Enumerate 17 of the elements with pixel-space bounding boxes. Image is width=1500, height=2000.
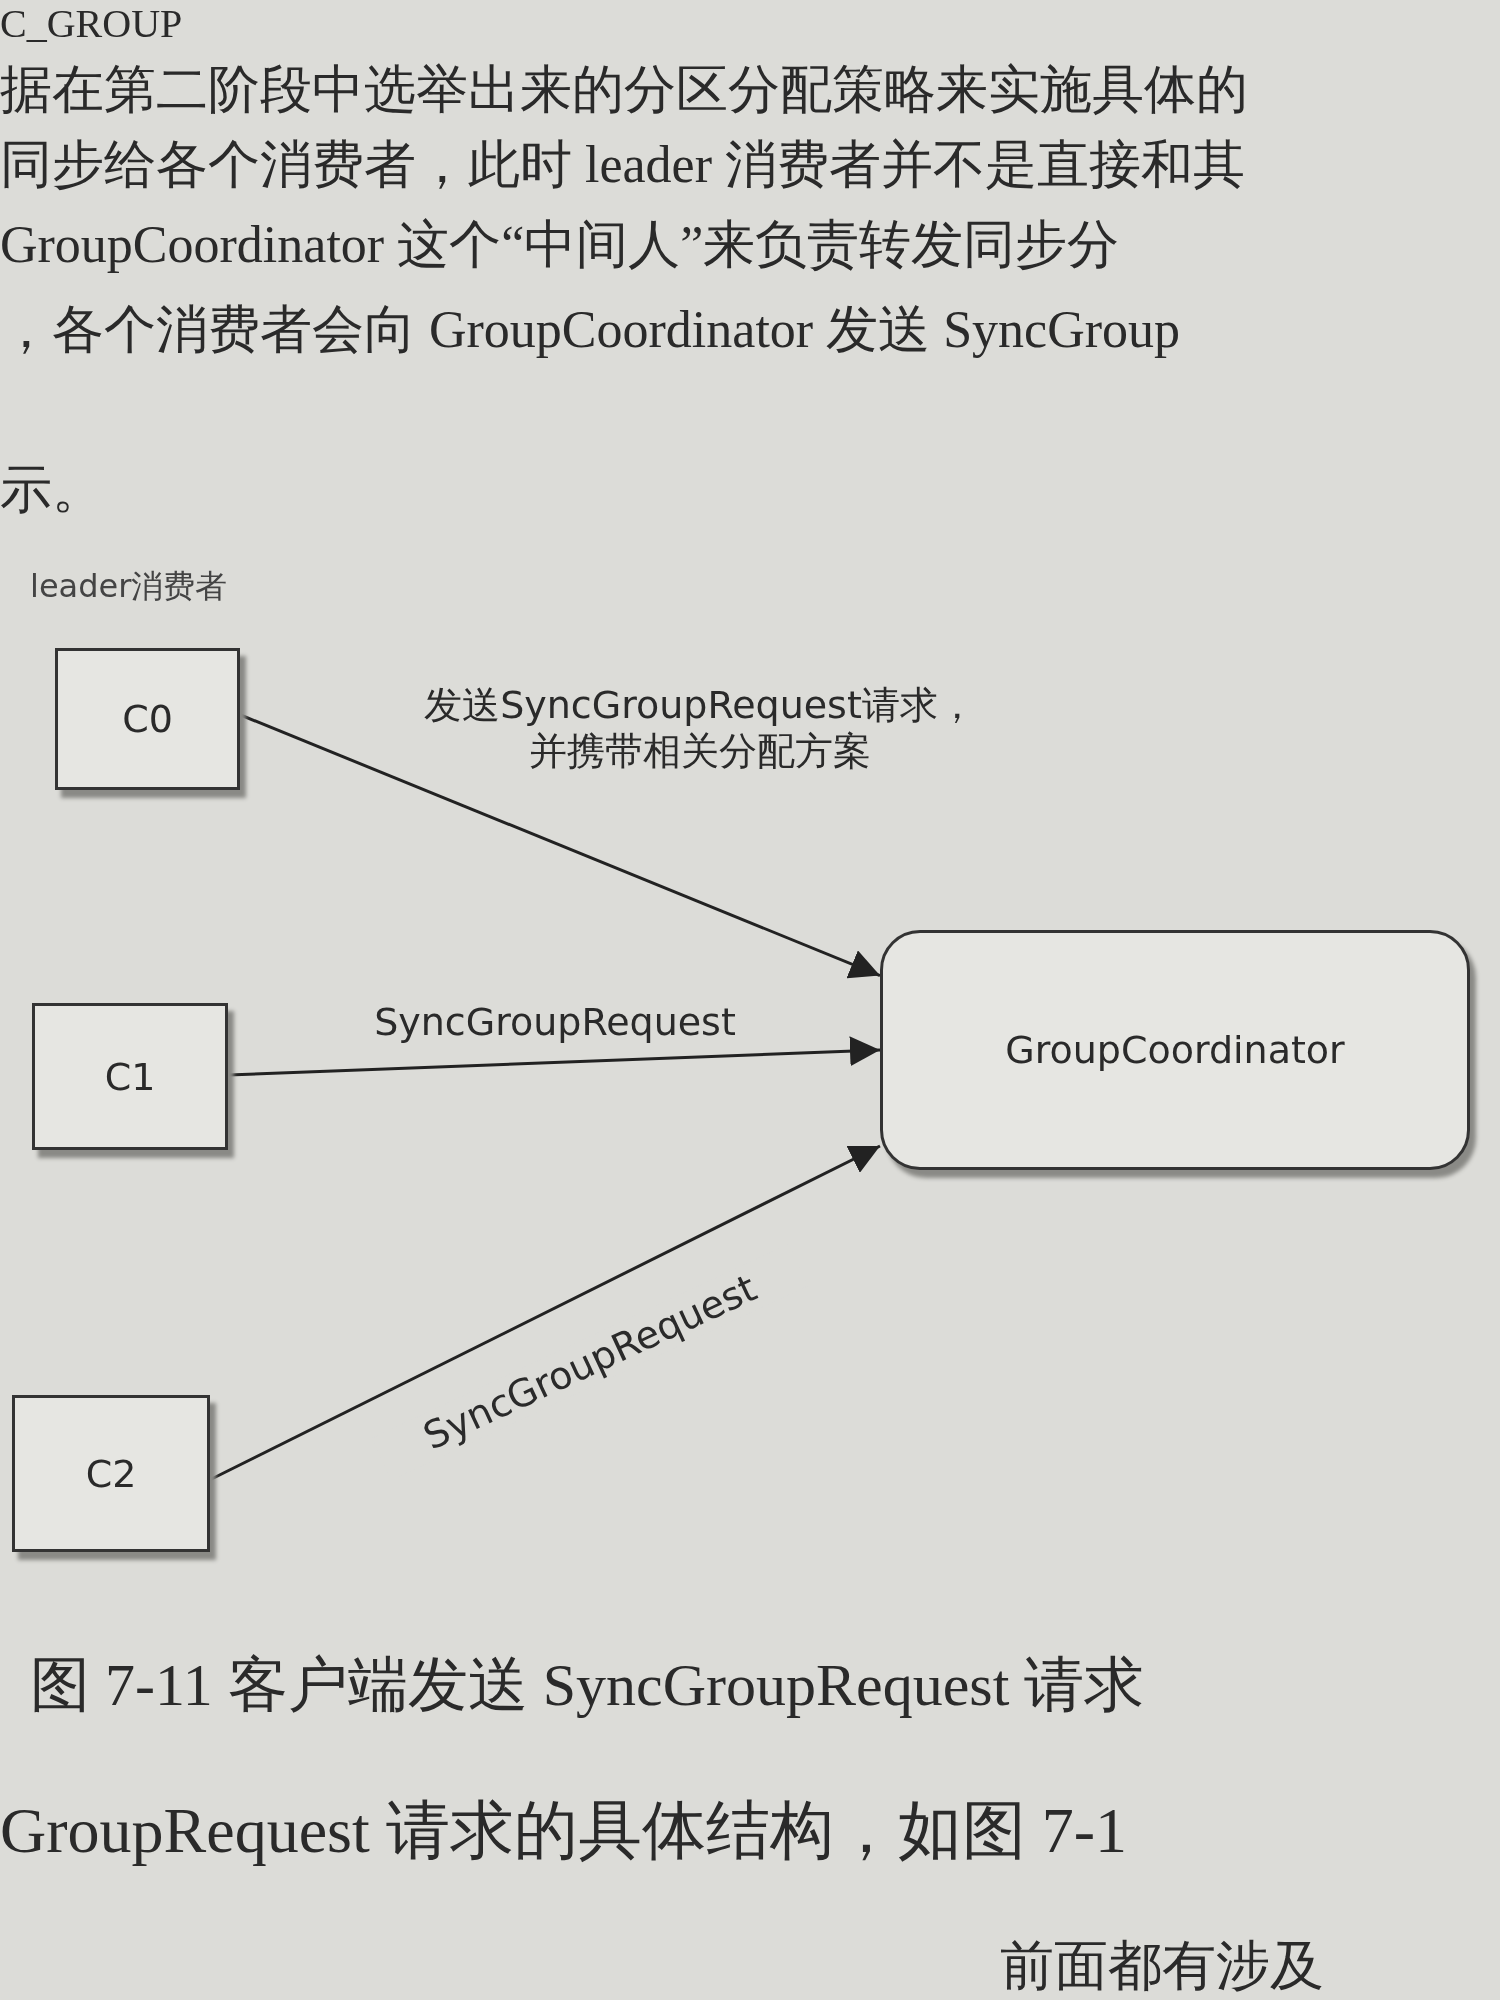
text-line: 示。: [0, 460, 104, 520]
arrow: [209, 1144, 881, 1482]
text-line: C_GROUP: [0, 0, 183, 48]
arrow: [227, 1036, 881, 1077]
rounded-box: GroupCoordinator: [880, 930, 1470, 1170]
process-box: C1: [32, 1003, 228, 1150]
arrow: [239, 713, 881, 979]
text-line: ，各个消费者会向 GroupCoordinator 发送 SyncGroup: [0, 300, 1181, 360]
process-box: C2: [12, 1395, 210, 1552]
text-line: GroupCoordinator 这个“中间人”来负责转发同步分: [0, 215, 1120, 275]
process-box: C0: [55, 648, 240, 790]
figure-caption: 图 7-11 客户端发送 SyncGroupRequest 请求: [30, 1651, 1145, 1720]
text-line: 同步给各个消费者，此时 leader 消费者并不是直接和其: [0, 135, 1245, 195]
node-caption: leader消费者: [30, 566, 228, 607]
text-line: 前面都有涉及: [1000, 1935, 1324, 1997]
text-line: GroupRequest 请求的具体结构，如图 7-1: [0, 1795, 1128, 1867]
text-line: 据在第二阶段中选举出来的分区分配策略来实施具体的: [0, 60, 1248, 120]
